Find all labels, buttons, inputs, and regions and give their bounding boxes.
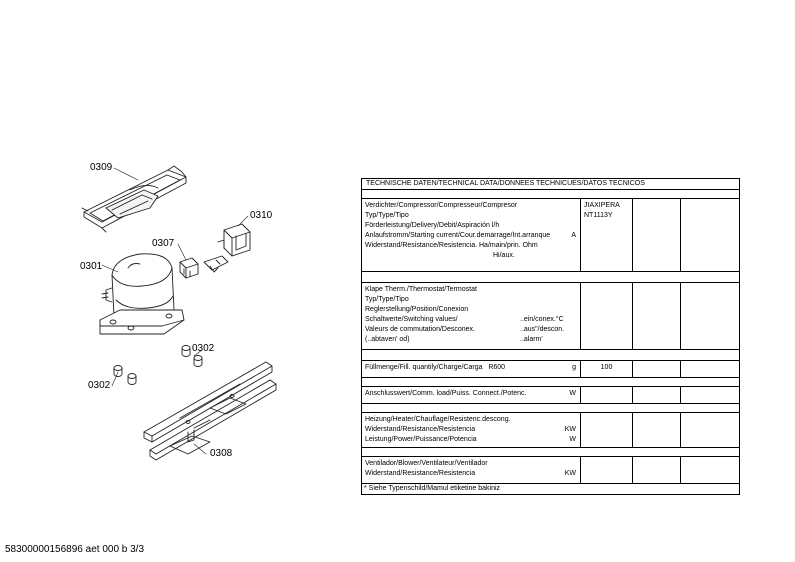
relay-cover-part [217, 223, 251, 257]
table-spacer [362, 272, 739, 283]
thermostat-commutation-label: Valeurs de commutation/Desconex...aus"/d… [365, 326, 565, 333]
table-spacer [362, 350, 739, 361]
compressor-starting-current-label: Anlaufstromm/Starting current/Cour.demar… [365, 232, 576, 239]
thermostat-label: Klape Therm./Thermostat/Termostat [365, 286, 477, 293]
starter-relay-part [179, 255, 229, 279]
callout-0310: 0310 [250, 210, 273, 221]
callout-0302-left: 0302 [88, 380, 111, 391]
fill-quantity-row: Füllmenge/Fill. quantily/Charge/Carga R6… [362, 361, 739, 378]
callout-0301: 0301 [80, 261, 103, 272]
table-spacer [362, 378, 739, 387]
compressor-resistance-label: Widerstand/Resistance/Resistencia. Ha/ma… [365, 242, 538, 249]
compressor-model-value: NT1113Y [584, 212, 613, 219]
compressor-aux-label: Hi/aux. [493, 252, 515, 259]
fill-unit: g [572, 364, 576, 371]
thermostat-row: Klape Therm./Thermostat/Termostat Typ/Ty… [362, 283, 739, 350]
leader-lines [101, 167, 249, 455]
compressor-label: Verdichter/Compressor/Compresseur/Compre… [365, 202, 518, 209]
parts-drawing [70, 150, 310, 470]
document-id: 58300000156896 aet 000 b 3/3 [5, 544, 145, 555]
compressor-delivery-label: Förderleistung/Delivery/Debit/Aspiración… [365, 222, 500, 229]
callout-0308: 0308 [210, 448, 233, 459]
thermostat-type-label: Typ/Type/Tipo [365, 296, 409, 303]
table-spacer [362, 404, 739, 413]
compressor-part [99, 253, 185, 335]
heater-label: Heizung/Heater/Chauflage/Resistenc.desco… [365, 416, 511, 423]
table-spacer [362, 448, 739, 457]
base-plate-part [143, 361, 277, 461]
table-spacer [362, 190, 739, 199]
technical-data-table: TECHNISCHE DATEN/TECHNICAL DATA/DONNEES … [361, 178, 740, 495]
compressor-row: Verdichter/Compressor/Compresseur/Compre… [362, 199, 739, 272]
connected-load-label: Anschlusswert/Comm. load/Puiss. Connect.… [365, 390, 576, 397]
fan-label: Ventilador/Blower/Ventilateur/Ventilador [365, 460, 488, 467]
connected-load-row: Anschlusswert/Comm. load/Puiss. Connect.… [362, 387, 739, 404]
thermostat-switching-label: Schaltwerte/Switching values/..ein/conex… [365, 316, 564, 323]
fill-quantity-label: Füllmenge/Fill. quantily/Charge/Carga R6… [365, 364, 576, 371]
fill-quantity-value: 100 [600, 364, 613, 371]
heater-row: Heizung/Heater/Chauflage/Resistenc.desco… [362, 413, 739, 448]
compressor-type-label: Typ/Type/Tipo [365, 212, 409, 219]
callout-0309: 0309 [90, 162, 113, 173]
callout-0302-right: 0302 [192, 343, 215, 354]
table-title: TECHNISCHE DATEN/TECHNICAL DATA/DONNEES … [362, 179, 739, 190]
thermostat-position-label: Reglerstellung/Position/Conexion [365, 306, 469, 313]
cover-tray-part [81, 165, 187, 233]
thermostat-defrost-label: (..abtaven' od)..alarm' [365, 336, 543, 343]
refrigerant-type: R600 [488, 364, 506, 371]
compressor-brand-value: JIAXIPERA [584, 202, 620, 209]
fan-row: Ventilador/Blower/Ventilateur/Ventilador… [362, 457, 739, 484]
callout-0307: 0307 [152, 238, 175, 249]
grommets-part [113, 345, 203, 385]
table-footnote: * Siehe Typenschild/Mamul etiketine baki… [364, 485, 501, 492]
